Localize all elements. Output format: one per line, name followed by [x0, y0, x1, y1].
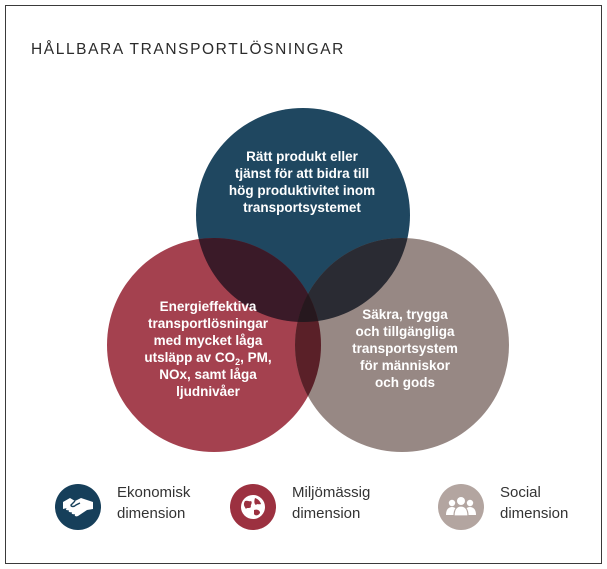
legend-social-line2: dimension	[500, 505, 569, 522]
eco-env-overlap	[196, 238, 321, 322]
legend-economic-line2: dimension	[117, 505, 186, 522]
environmental-circle-text: Energieffektiva transportlösningar med m…	[144, 299, 272, 399]
legend-social-line1: Social	[500, 484, 541, 501]
legend-environmental-line1: Miljömässig	[292, 484, 371, 501]
legend-economic-line1: Ekonomisk	[117, 484, 191, 501]
economic-circle-text: Rätt produkt eller tjänst för att bidra …	[228, 149, 376, 215]
page-title: HÅLLBARA TRANSPORTLÖSNINGAR	[31, 41, 345, 58]
legend-environmental: Miljömässig dimension	[230, 482, 370, 530]
legend-environmental-line2: dimension	[292, 505, 361, 522]
handshake-icon	[55, 484, 101, 530]
eco-soc-overlap	[295, 238, 410, 322]
globe-icon	[230, 484, 276, 530]
social-circle-text: Säkra, trygga och tillgängliga transport…	[352, 307, 458, 390]
legend-economic: Ekonomisk dimension	[55, 482, 190, 530]
people-icon	[438, 484, 484, 530]
legend-social: Social dimension	[438, 482, 568, 530]
